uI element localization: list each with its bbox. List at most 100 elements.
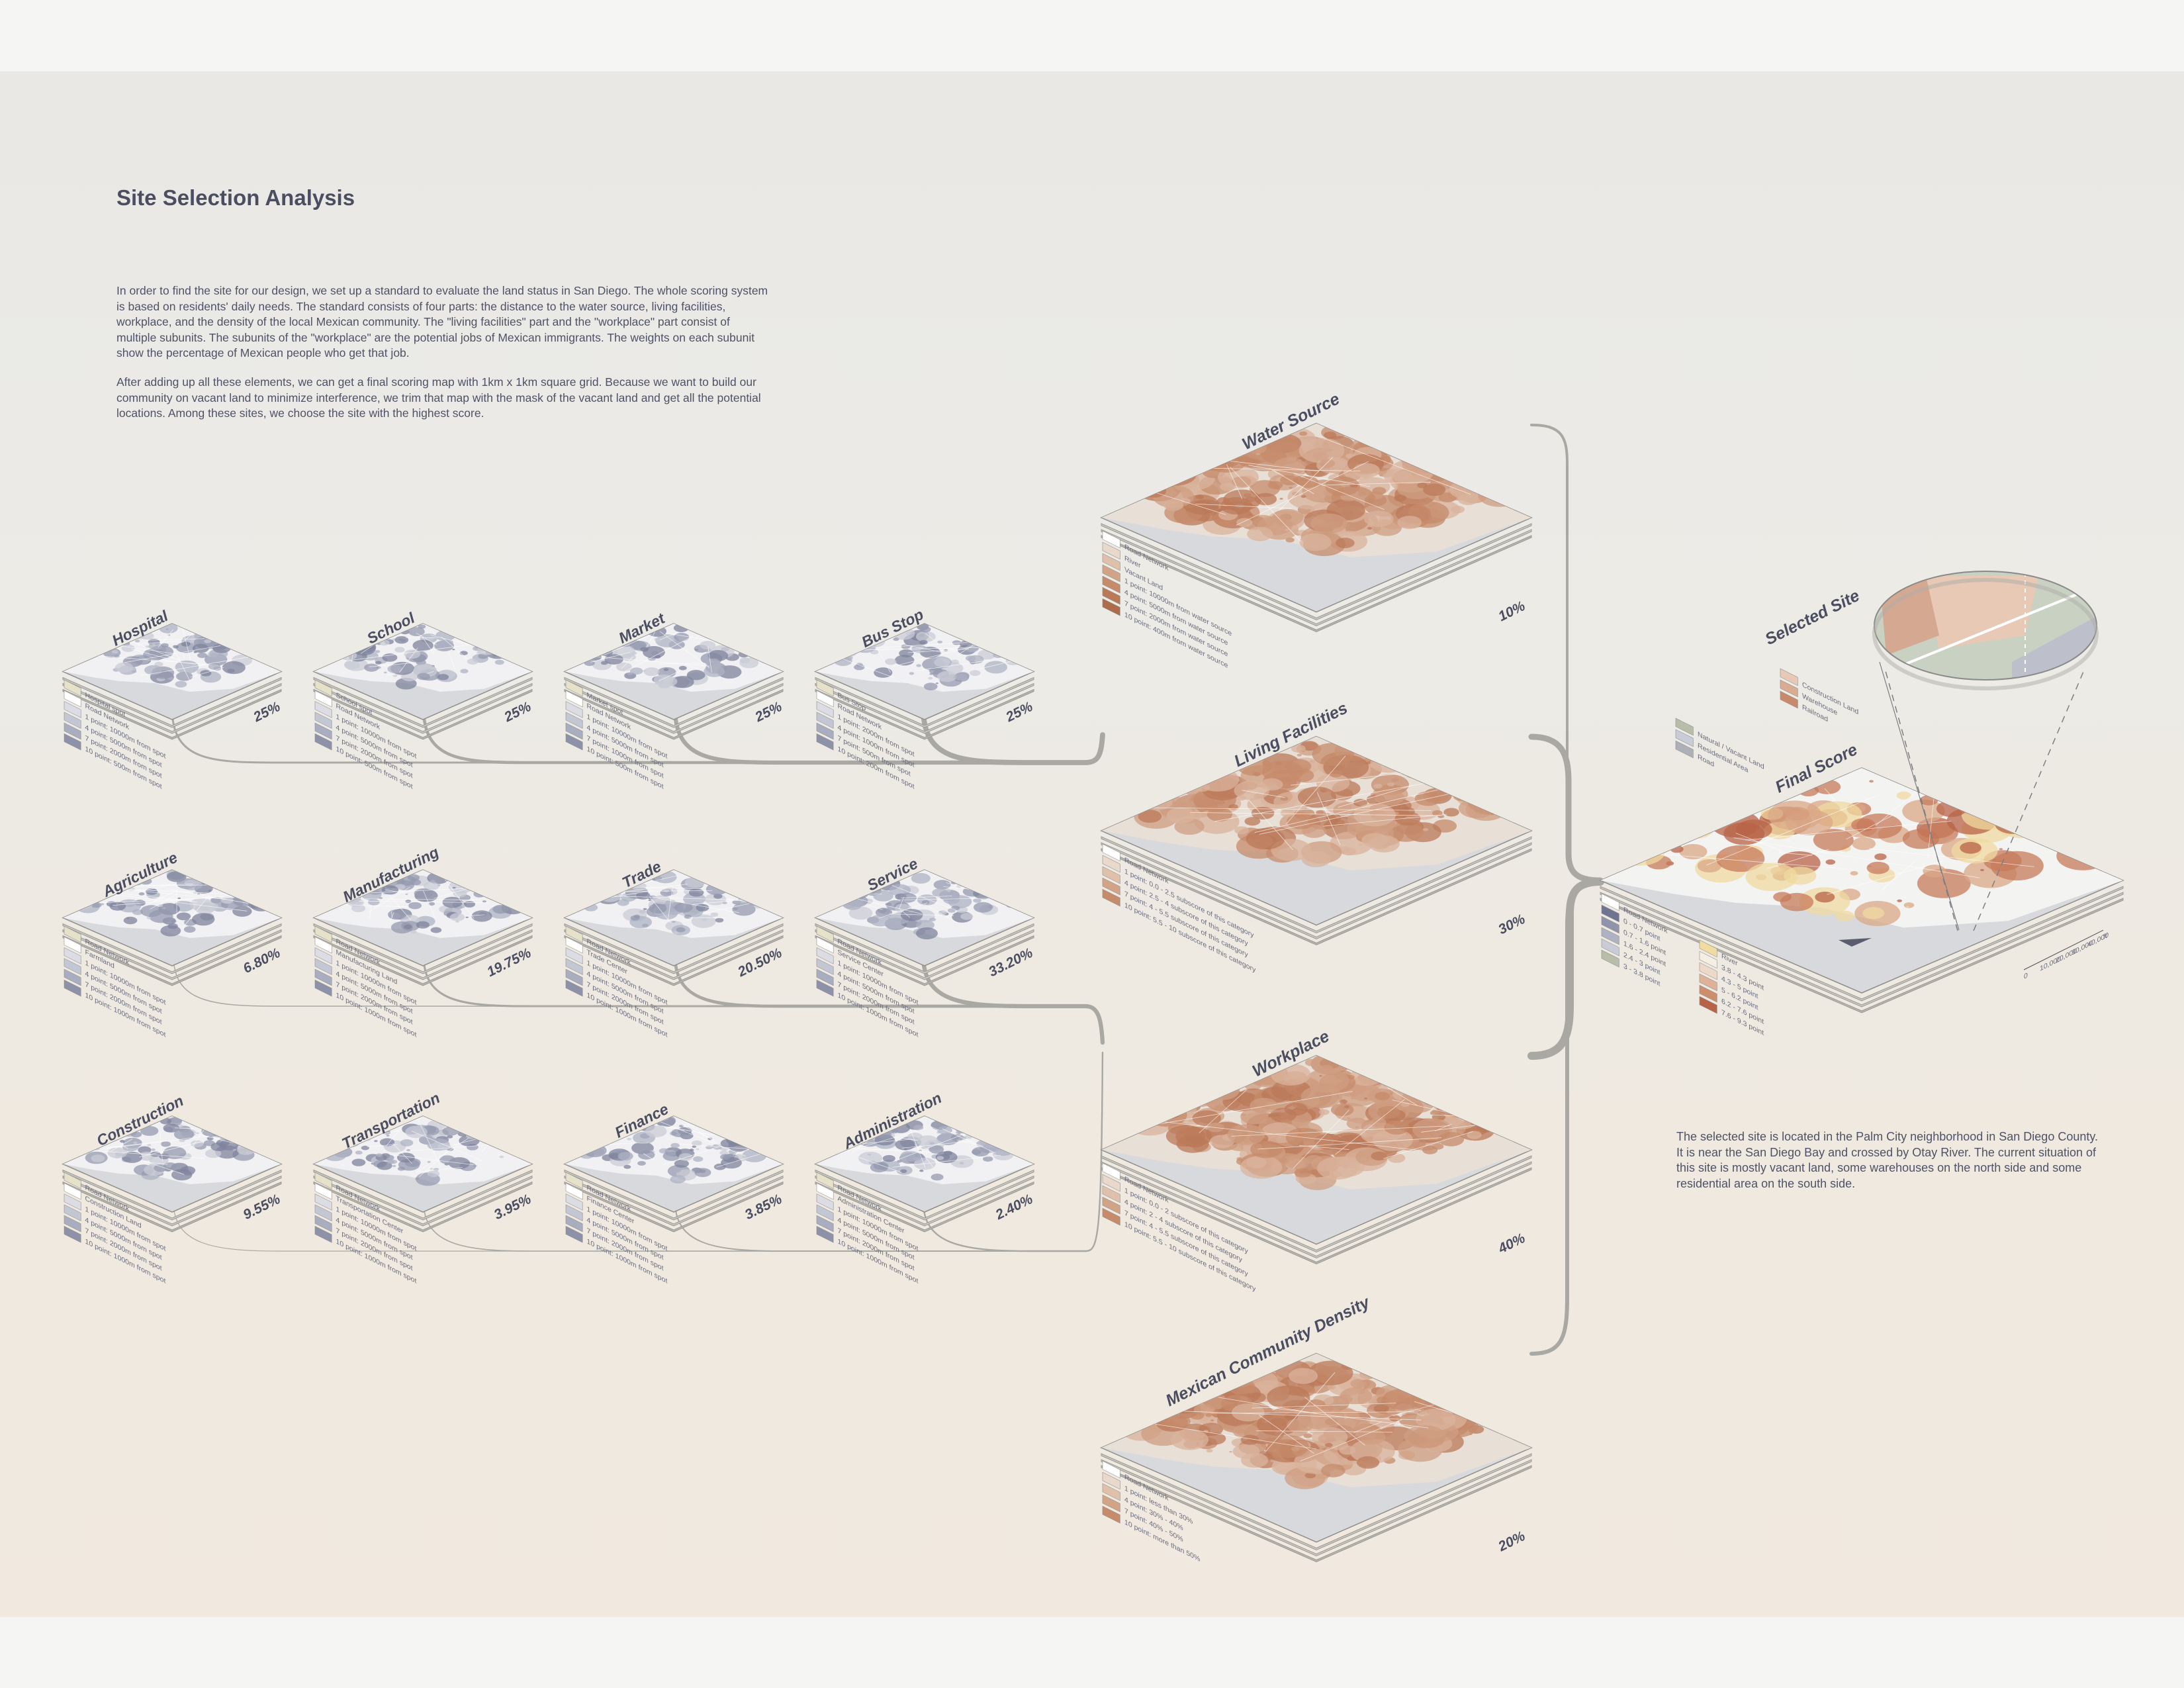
score-patch — [1300, 494, 1306, 498]
map-surface — [63, 1116, 281, 1184]
road-line — [875, 641, 981, 648]
score-patch — [1373, 1404, 1390, 1413]
road-line — [914, 1143, 934, 1168]
road-line — [187, 1127, 206, 1154]
score-patch — [1326, 814, 1342, 822]
road-line — [957, 643, 976, 656]
weight-label: 3.85% — [743, 1192, 785, 1223]
road-line — [877, 648, 891, 673]
score-patch — [1156, 1106, 1164, 1111]
score-patch — [1317, 1156, 1359, 1180]
score-patch — [1422, 1145, 1438, 1154]
score-patch — [1273, 457, 1306, 475]
legend-swatch — [64, 690, 81, 708]
road-line — [449, 653, 455, 670]
score-patch — [900, 1169, 907, 1174]
score-patch — [758, 653, 778, 664]
road-line — [141, 1161, 168, 1165]
weight-label: 2.40% — [993, 1192, 1036, 1223]
road-line — [416, 632, 437, 645]
score-patch — [2028, 819, 2065, 840]
warehouse-area — [1919, 576, 2038, 649]
score-patch — [132, 670, 137, 673]
score-patch — [437, 674, 449, 680]
plate-layer — [815, 1181, 1034, 1233]
score-patch — [846, 887, 869, 900]
plate-layer — [1101, 1155, 1532, 1253]
score-patch — [1995, 814, 2032, 834]
score-patch — [1192, 1110, 1222, 1127]
score-patch — [1133, 1407, 1141, 1412]
score-patch — [81, 896, 99, 905]
score-patch — [1291, 744, 1306, 753]
score-patch — [408, 627, 425, 636]
road-line — [1230, 467, 1302, 542]
score-patch — [1250, 1098, 1278, 1114]
legend-swatch — [1601, 927, 1619, 945]
road-line — [385, 889, 408, 894]
score-patch — [1154, 475, 1165, 481]
score-patch — [1474, 1403, 1510, 1423]
legend-swatch — [816, 733, 834, 751]
legend-swatch — [1102, 1162, 1120, 1181]
score-patch — [494, 659, 504, 665]
score-patch — [377, 1161, 392, 1170]
score-patch — [1303, 1433, 1312, 1438]
score-patch — [919, 633, 925, 637]
score-patch — [244, 1142, 253, 1147]
score-patch — [919, 639, 928, 645]
score-patch — [638, 1150, 655, 1160]
legend-swatch — [1601, 893, 1619, 912]
score-patch — [1136, 474, 1164, 489]
score-patch — [133, 1141, 138, 1144]
score-patch — [212, 643, 231, 653]
score-patch — [1369, 1117, 1387, 1127]
score-patch — [1267, 481, 1283, 490]
score-patch — [1980, 868, 1984, 871]
score-patch — [1336, 538, 1355, 549]
legend-swatch — [314, 1215, 332, 1233]
plate-layer — [62, 688, 282, 740]
score-patch — [1736, 820, 1772, 839]
score-patch — [1280, 809, 1295, 818]
score-patch — [574, 1144, 585, 1150]
road-line — [172, 645, 191, 681]
plate-layer — [564, 929, 784, 980]
legend-swatch — [64, 936, 81, 954]
legend-swatch — [64, 1194, 81, 1211]
score-patch — [502, 653, 508, 657]
road-line — [980, 659, 1017, 669]
score-patch — [1370, 753, 1406, 773]
score-patch — [1342, 847, 1356, 856]
road-line — [889, 641, 941, 653]
score-patch — [1453, 790, 1474, 802]
score-patch — [452, 886, 456, 889]
road-line — [124, 884, 220, 886]
score-patch — [840, 647, 858, 657]
score-patch — [1250, 1141, 1283, 1158]
score-patch — [465, 916, 469, 919]
score-patch — [1492, 796, 1512, 806]
score-patch — [485, 1139, 492, 1143]
score-patch — [1697, 859, 1722, 872]
plate-layer — [564, 1169, 784, 1221]
score-patch — [719, 1150, 729, 1156]
score-patch — [1101, 473, 1140, 496]
score-patch — [466, 1133, 477, 1139]
score-patch — [460, 669, 469, 674]
score-patch — [900, 1150, 921, 1162]
score-patch — [831, 649, 841, 655]
score-patch — [923, 682, 938, 690]
score-patch — [1280, 796, 1289, 801]
legend-swatch — [816, 1182, 834, 1200]
score-patch — [1112, 1106, 1148, 1126]
score-patch — [999, 645, 1020, 657]
score-patch — [1384, 1120, 1410, 1135]
road-line — [1286, 755, 1346, 824]
site-description: The selected site is located in the Palm… — [1676, 1130, 2099, 1190]
score-patch — [1481, 487, 1494, 494]
